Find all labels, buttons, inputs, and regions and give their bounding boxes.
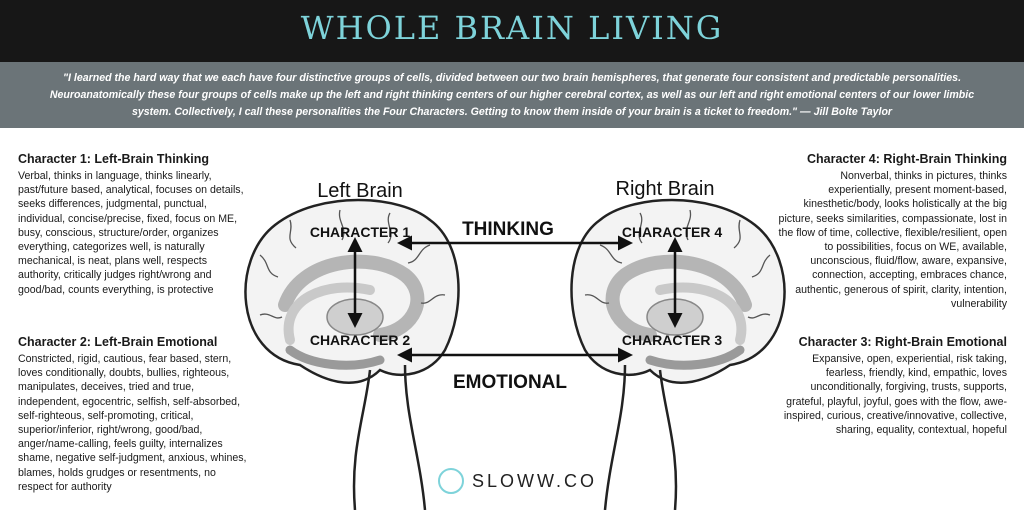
ring-icon xyxy=(438,468,464,494)
brain-diagram: Left Brain Right Brain THINKING EMOTIONA… xyxy=(230,165,800,510)
character-2-title: Character 2: Left-Brain Emotional xyxy=(18,335,218,349)
emotional-label: EMOTIONAL xyxy=(453,372,567,393)
quote-text: "I learned the hard way that we each hav… xyxy=(49,72,975,118)
character-3-block: Character 3: Right-Brain Emotional Expan… xyxy=(777,334,1007,437)
left-brain-title: Left Brain xyxy=(317,180,403,202)
right-brain-title: Right Brain xyxy=(616,178,715,200)
character-1-label: CHARACTER 1 xyxy=(310,224,411,240)
brain-diagram-svg: Left Brain Right Brain THINKING EMOTIONA… xyxy=(244,178,786,510)
character-4-block: Character 4: Right-Brain Thinking Nonver… xyxy=(777,151,1007,311)
character-4-title: Character 4: Right-Brain Thinking xyxy=(806,152,1007,166)
page-title: WHOLE BRAIN LIVING xyxy=(300,9,724,47)
quote-banner: "I learned the hard way that we each hav… xyxy=(0,62,1024,128)
character-2-label: CHARACTER 2 xyxy=(310,332,411,348)
header: WHOLE BRAIN LIVING xyxy=(0,0,1024,62)
character-3-title: Character 3: Right-Brain Emotional xyxy=(798,335,1007,349)
character-2-block: Character 2: Left-Brain Emotional Constr… xyxy=(18,334,248,494)
character-1-description: Verbal, thinks in language, thinks linea… xyxy=(18,170,244,296)
character-1-title: Character 1: Left-Brain Thinking xyxy=(18,152,209,166)
character-4-description: Nonverbal, thinks in pictures, thinks ex… xyxy=(778,170,1007,310)
thinking-label: THINKING xyxy=(462,219,554,240)
character-3-description: Expansive, open, experiential, risk taki… xyxy=(783,353,1007,437)
logo-text: SLOWW.CO xyxy=(472,471,598,491)
character-3-label: CHARACTER 3 xyxy=(622,332,723,348)
character-2-description: Constricted, rigid, cautious, fear based… xyxy=(18,353,247,493)
character-1-block: Character 1: Left-Brain Thinking Verbal,… xyxy=(18,151,248,297)
character-4-label: CHARACTER 4 xyxy=(622,224,723,240)
